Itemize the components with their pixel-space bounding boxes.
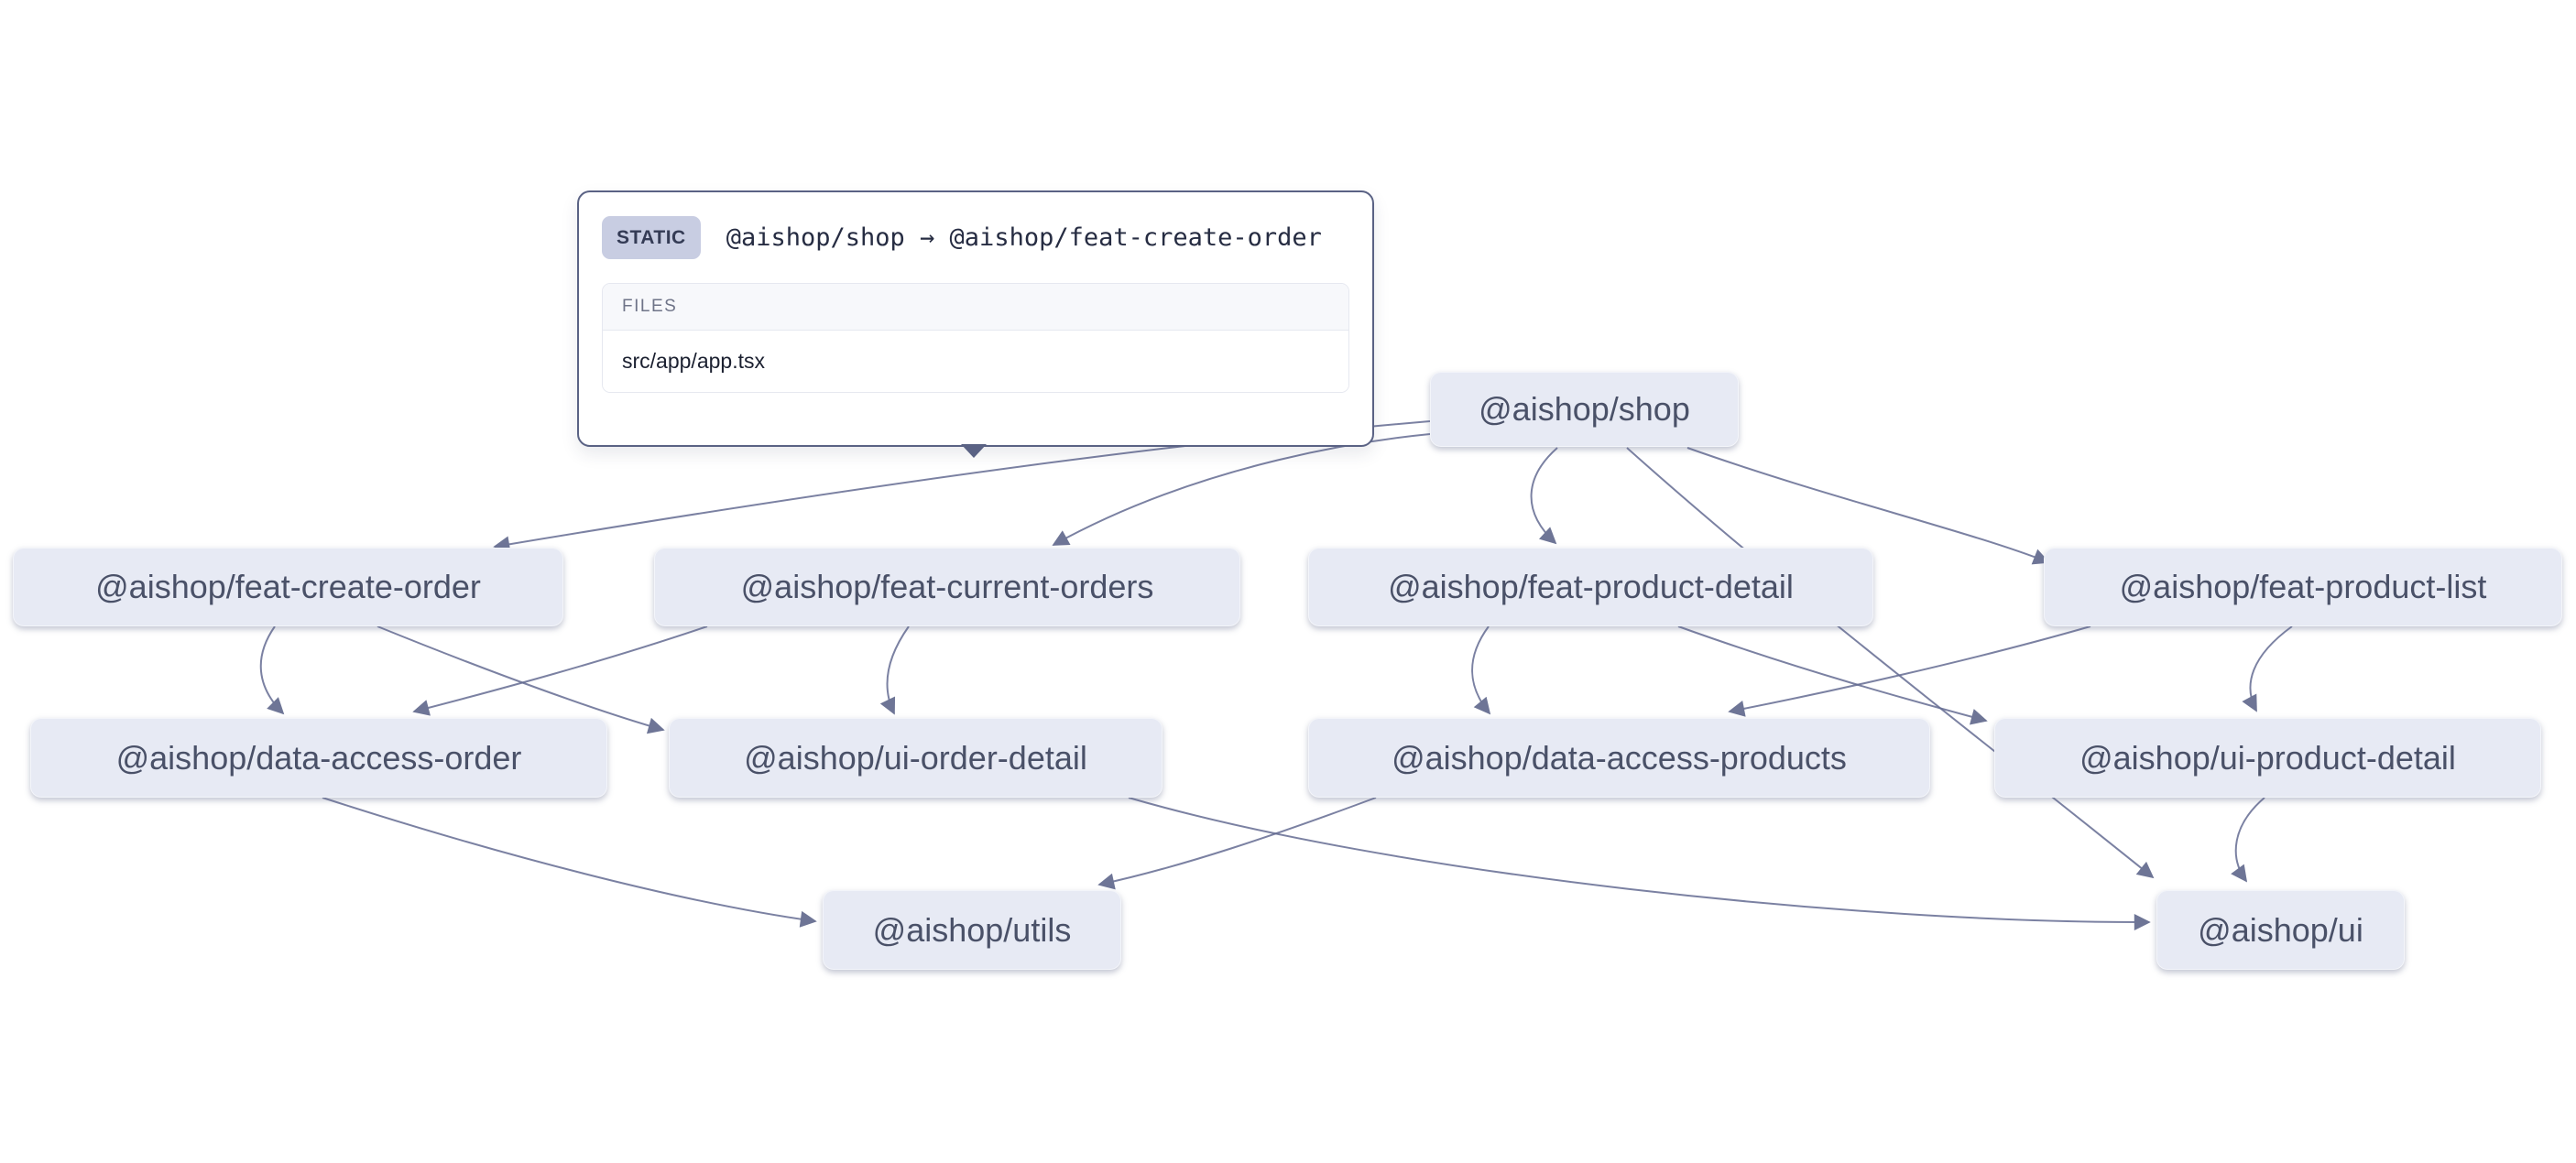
node-ui-product-detail[interactable]: @aishop/ui-product-detail: [1994, 718, 2541, 798]
node-shop[interactable]: @aishop/shop: [1430, 372, 1739, 447]
edge-data-access-order-utils[interactable]: [322, 797, 817, 928]
edge-feat-product-detail-ui-product-detail[interactable]: [1677, 625, 1988, 725]
edge-ui-order-detail-ui[interactable]: [1128, 797, 2151, 931]
edge-feat-product-list-data-access-products[interactable]: [1728, 625, 2091, 717]
node-data-access-products[interactable]: @aishop/data-access-products: [1308, 718, 1930, 798]
node-utils[interactable]: @aishop/utils: [823, 890, 1121, 970]
edge-feat-current-orders-ui-order-detail[interactable]: [879, 625, 910, 715]
edge-feat-create-order-ui-order-detail[interactable]: [377, 625, 665, 734]
files-panel-header: FILES: [603, 284, 1348, 331]
edge-feat-create-order-data-access-order[interactable]: [259, 625, 285, 715]
edge-data-access-products-utils[interactable]: [1097, 797, 1377, 890]
node-feat-product-list[interactable]: @aishop/feat-product-list: [2044, 548, 2562, 626]
edge-relation-text: @aishop/shop → @aishop/feat-create-order: [726, 223, 1322, 252]
node-data-access-order[interactable]: @aishop/data-access-order: [30, 718, 607, 798]
node-ui-order-detail[interactable]: @aishop/ui-order-detail: [669, 718, 1162, 798]
edge-shop-feat-current-orders[interactable]: [1052, 433, 1431, 546]
edge-ui-product-detail-ui[interactable]: [2231, 797, 2265, 883]
edge-feat-product-detail-data-access-products[interactable]: [1471, 625, 1491, 715]
node-feat-create-order[interactable]: @aishop/feat-create-order: [13, 548, 563, 626]
edge-feat-current-orders-data-access-order[interactable]: [412, 625, 708, 716]
edge-shop-feat-product-list[interactable]: [1686, 447, 2050, 565]
node-feat-product-detail[interactable]: @aishop/feat-product-detail: [1308, 548, 1873, 626]
edge-files-panel: FILES src/app/app.tsx: [602, 283, 1349, 393]
edge-feat-product-list-ui-product-detail[interactable]: [2242, 625, 2293, 712]
edge-tooltip: STATIC @aishop/shop → @aishop/feat-creat…: [577, 190, 1374, 458]
edge-tooltip-header: STATIC @aishop/shop → @aishop/feat-creat…: [579, 192, 1372, 259]
edge-shop-feat-product-detail[interactable]: [1530, 447, 1558, 545]
node-feat-current-orders[interactable]: @aishop/feat-current-orders: [654, 548, 1240, 626]
edge-type-badge: STATIC: [602, 216, 701, 259]
node-ui[interactable]: @aishop/ui: [2156, 890, 2405, 970]
tooltip-caret-icon: [961, 444, 987, 458]
edge-shop-ui[interactable]: [1626, 447, 2155, 879]
file-path-row: src/app/app.tsx: [603, 331, 1348, 392]
